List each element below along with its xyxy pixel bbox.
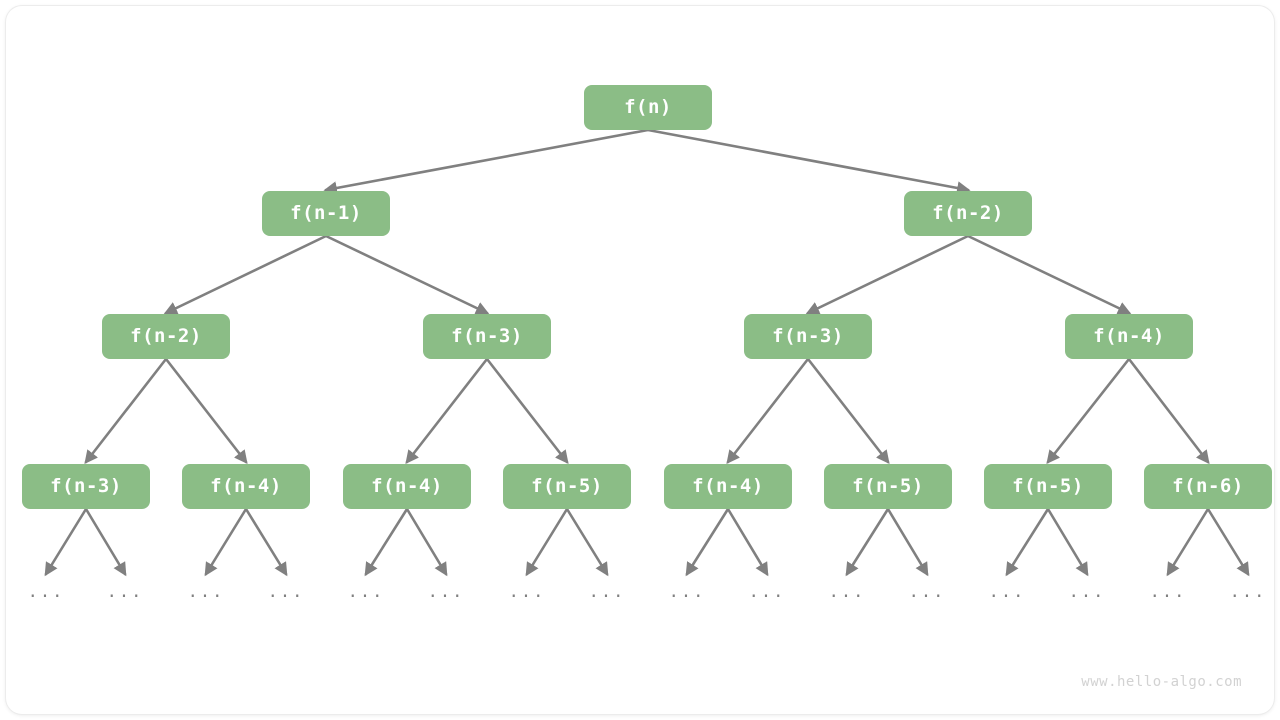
tree-edge xyxy=(1046,507,1089,577)
ellipsis-marker: ... xyxy=(1149,582,1187,602)
tree-edge xyxy=(1206,507,1250,577)
tree-edge xyxy=(163,234,328,315)
tree-node-3-4[interactable]: f(n-4) xyxy=(664,463,792,509)
tree-edge xyxy=(1127,357,1210,465)
tree-edge xyxy=(806,357,890,465)
ellipsis-marker: ... xyxy=(508,582,546,602)
diagram-card: f(n) f(n-1) f(n-2) f(n-2) f(n-3) f(n-3) f(n-4)… xyxy=(6,6,1274,714)
ellipsis-marker: ... xyxy=(267,582,305,602)
tree-edge xyxy=(966,234,1132,315)
ellipsis-marker: ... xyxy=(748,582,786,602)
tree-edge xyxy=(364,507,409,577)
tree-edge xyxy=(405,357,489,465)
tree-edge xyxy=(244,507,288,577)
watermark: www.hello-algo.com xyxy=(1081,674,1242,690)
tree-edge xyxy=(164,357,248,465)
ellipsis-marker: ... xyxy=(908,582,946,602)
ellipsis-marker: ... xyxy=(187,582,225,602)
tree-edge xyxy=(646,128,971,195)
ellipsis-marker: ... xyxy=(1068,582,1106,602)
tree-node-0-0[interactable]: f(n) xyxy=(584,84,712,130)
tree-edge xyxy=(204,507,248,577)
ellipsis-marker: ... xyxy=(588,582,626,602)
tree-node-1-1[interactable]: f(n-2) xyxy=(904,190,1032,236)
ellipsis-marker: ... xyxy=(988,582,1026,602)
tree-edge xyxy=(1046,357,1131,465)
tree-node-2-1[interactable]: f(n-3) xyxy=(423,313,551,359)
tree-edge xyxy=(726,507,769,577)
tree-edge xyxy=(1166,507,1210,577)
recursion-tree-edges xyxy=(44,128,1250,577)
tree-edge xyxy=(405,507,448,577)
tree-node-3-3[interactable]: f(n-5) xyxy=(503,463,631,509)
tree-node-3-1[interactable]: f(n-4) xyxy=(182,463,310,509)
tree-edge xyxy=(805,234,970,315)
tree-edge xyxy=(1005,507,1050,577)
ellipsis-marker: ... xyxy=(1229,582,1267,602)
tree-node-2-3[interactable]: f(n-4) xyxy=(1065,313,1193,359)
tree-edge xyxy=(323,128,650,195)
ellipsis-marker: ... xyxy=(347,582,385,602)
ellipsis-marker: ... xyxy=(427,582,465,602)
tree-edge xyxy=(565,507,609,577)
tree-edge xyxy=(726,357,810,465)
tree-edge xyxy=(845,507,890,577)
tree-edge xyxy=(525,507,569,577)
ellipsis-marker: ... xyxy=(668,582,706,602)
tree-edge xyxy=(84,357,168,465)
tree-node-3-0[interactable]: f(n-3) xyxy=(22,463,150,509)
tree-edge xyxy=(485,357,569,465)
tree-node-3-5[interactable]: f(n-5) xyxy=(824,463,952,509)
tree-edge xyxy=(685,507,730,577)
tree-edge xyxy=(886,507,929,577)
tree-node-3-7[interactable]: f(n-6) xyxy=(1144,463,1272,509)
ellipsis-marker: ... xyxy=(27,582,65,602)
tree-node-2-0[interactable]: f(n-2) xyxy=(102,313,230,359)
tree-edge xyxy=(84,507,127,577)
ellipsis-marker: ... xyxy=(828,582,866,602)
tree-node-2-2[interactable]: f(n-3) xyxy=(744,313,872,359)
tree-node-3-2[interactable]: f(n-4) xyxy=(343,463,471,509)
tree-edge xyxy=(324,234,490,315)
ellipsis-marker: ... xyxy=(106,582,144,602)
edge-group xyxy=(44,128,1250,577)
tree-node-1-0[interactable]: f(n-1) xyxy=(262,190,390,236)
tree-node-3-6[interactable]: f(n-5) xyxy=(984,463,1112,509)
tree-edge xyxy=(44,507,88,577)
